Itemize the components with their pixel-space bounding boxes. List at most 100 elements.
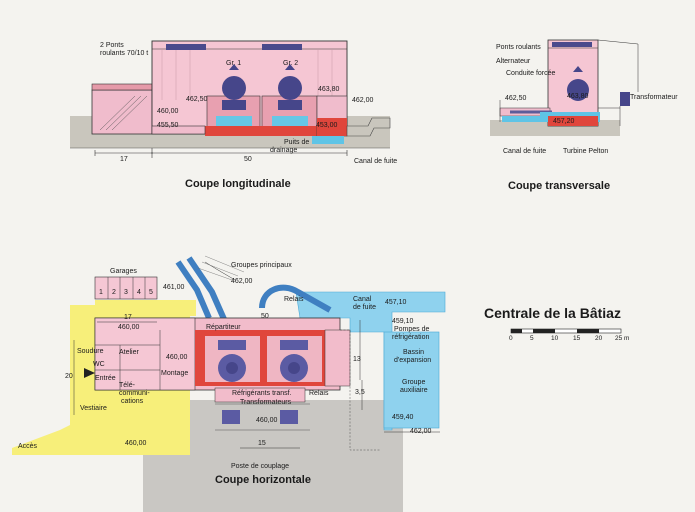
label-tele-1: Télé- (119, 382, 135, 389)
label-garages: Garages (110, 268, 137, 275)
label-462-50-trans: 462,50 (505, 95, 527, 102)
dim-50-horiz: 50 (261, 313, 269, 320)
label-vestiaire: Vestiaire (80, 405, 107, 412)
penstock-left (175, 260, 212, 320)
label-transformateurs: Transformateurs (240, 399, 292, 406)
label-460-00-acces: 460,00 (125, 440, 147, 447)
crane-left (166, 44, 206, 50)
dim-50-long: 50 (244, 156, 252, 163)
dim-15: 15 (258, 440, 266, 447)
label-montage: Montage (161, 370, 189, 377)
label-pompes-1: Pompes de (394, 326, 430, 333)
label-canal-1: Canal (353, 296, 372, 303)
label-462-00-top: 462,00 (231, 278, 253, 285)
label-puits-2: drainage (270, 147, 298, 154)
label-pompes-2: réfrigération (392, 334, 430, 341)
dim-17-horiz: 17 (124, 314, 132, 321)
label-tele-3: cations (121, 398, 144, 405)
label-461-00: 461,00 (163, 284, 185, 291)
generator-1 (222, 76, 246, 100)
label-canal-2: de fuite (353, 304, 376, 311)
entrance-arrow (84, 368, 95, 378)
scale-tick-5: 5 (530, 335, 534, 342)
label-457-20: 457,20 (553, 118, 575, 125)
scale-tick-25: 25 m (615, 335, 630, 342)
annex-building (91, 89, 153, 135)
label-460-00-mid: 460,00 (166, 354, 188, 361)
label-entree: Entrée (95, 375, 116, 382)
label-460-00-top: 460,00 (118, 324, 140, 331)
label-gr2: Gr. 2 (283, 60, 299, 67)
label-wc: WC (93, 361, 105, 368)
transversal-section (490, 39, 639, 136)
label-462-00: 462,00 (352, 97, 374, 104)
label-garage-1: 1 (99, 289, 103, 296)
label-gr1: Gr. 1 (226, 60, 242, 67)
label-459-40: 459,40 (392, 414, 414, 421)
label-tele-2: communi- (119, 390, 150, 397)
label-garage-3: 3 (124, 289, 128, 296)
label-repartiteur: Répartiteur (206, 324, 241, 331)
label-460-00-bottom: 460,00 (256, 417, 278, 424)
label-ponts-2: roulants 70/10 t (100, 50, 149, 57)
label-455-50: 455,50 (157, 122, 179, 129)
expansion-basin (383, 331, 440, 429)
dim-13: 13 (353, 356, 361, 363)
dim-17-long: 17 (120, 156, 128, 163)
label-acces: Accès (18, 443, 38, 450)
label-462-00-bottom: 462,00 (410, 428, 432, 435)
label-457-10: 457,10 (385, 299, 407, 306)
dim-3-5: 3,5 (355, 389, 365, 396)
title-longitudinal: Coupe longitudinale (185, 178, 291, 190)
label-459-10: 459,10 (392, 318, 414, 325)
scale-tick-10: 10 (551, 335, 559, 342)
title-horizontal: Coupe horizontale (215, 474, 311, 486)
label-bassin-1: Bassin (403, 349, 425, 356)
label-turbine-pelton: Turbine Pelton (563, 148, 609, 155)
dim-20: 20 (65, 373, 73, 380)
water-pit-2 (272, 116, 308, 126)
label-puits-1: Puits de (284, 139, 310, 146)
label-ponts-roulants: Ponts roulants (496, 44, 541, 51)
label-transformateur: Transformateur (630, 94, 678, 101)
label-groupe-2: auxiliaire (400, 387, 428, 394)
label-conduite-forcee: Conduite forcée (506, 70, 556, 77)
label-alternateur: Alternateur (496, 58, 531, 65)
water-pit-1 (216, 116, 252, 126)
alternator (567, 79, 589, 101)
transformer-2 (280, 410, 298, 424)
garages (94, 276, 158, 300)
label-463-80-trans: 463,80 (567, 93, 589, 100)
label-poste-couplage: Poste de couplage (231, 463, 289, 470)
label-canal-fuite-long: Canal de fuite (354, 158, 398, 165)
label-463-80: 463,80 (318, 86, 340, 93)
scale-tick-0: 0 (509, 335, 513, 342)
scale-tick-20: 20 (595, 335, 603, 342)
label-453-00: 453,00 (316, 122, 338, 129)
foundation (205, 126, 317, 136)
label-460-00: 460,00 (157, 108, 179, 115)
label-groupe-1: Groupe (402, 379, 426, 386)
transformer-1 (222, 410, 240, 424)
drain-pit (312, 136, 344, 144)
label-garage-5: 5 (149, 289, 153, 296)
label-relais-bottom: Relais (309, 390, 329, 397)
label-garage-4: 4 (137, 289, 141, 296)
label-bassin-2: d'expansion (394, 357, 432, 364)
label-garage-2: 2 (112, 289, 116, 296)
scale-tick-15: 15 (573, 335, 581, 342)
transformer (620, 92, 630, 106)
horizontal-section (12, 255, 446, 512)
label-soudure: Soudure (77, 348, 104, 355)
crane-right (262, 44, 302, 50)
label-462-50: 462,50 (186, 96, 208, 103)
generator-2 (278, 76, 302, 100)
label-canal-fuite-trans: Canal de fuite (503, 148, 547, 155)
scale-bar (510, 328, 622, 334)
label-atelier: Atelier (119, 349, 139, 356)
label-ponts-1: 2 Ponts (100, 42, 124, 49)
label-refrigerants: Réfrigérants transf. (232, 390, 292, 397)
label-groupes-principaux: Groupes principaux (231, 262, 292, 269)
main-title: Centrale de la Bâtiaz (484, 305, 621, 321)
